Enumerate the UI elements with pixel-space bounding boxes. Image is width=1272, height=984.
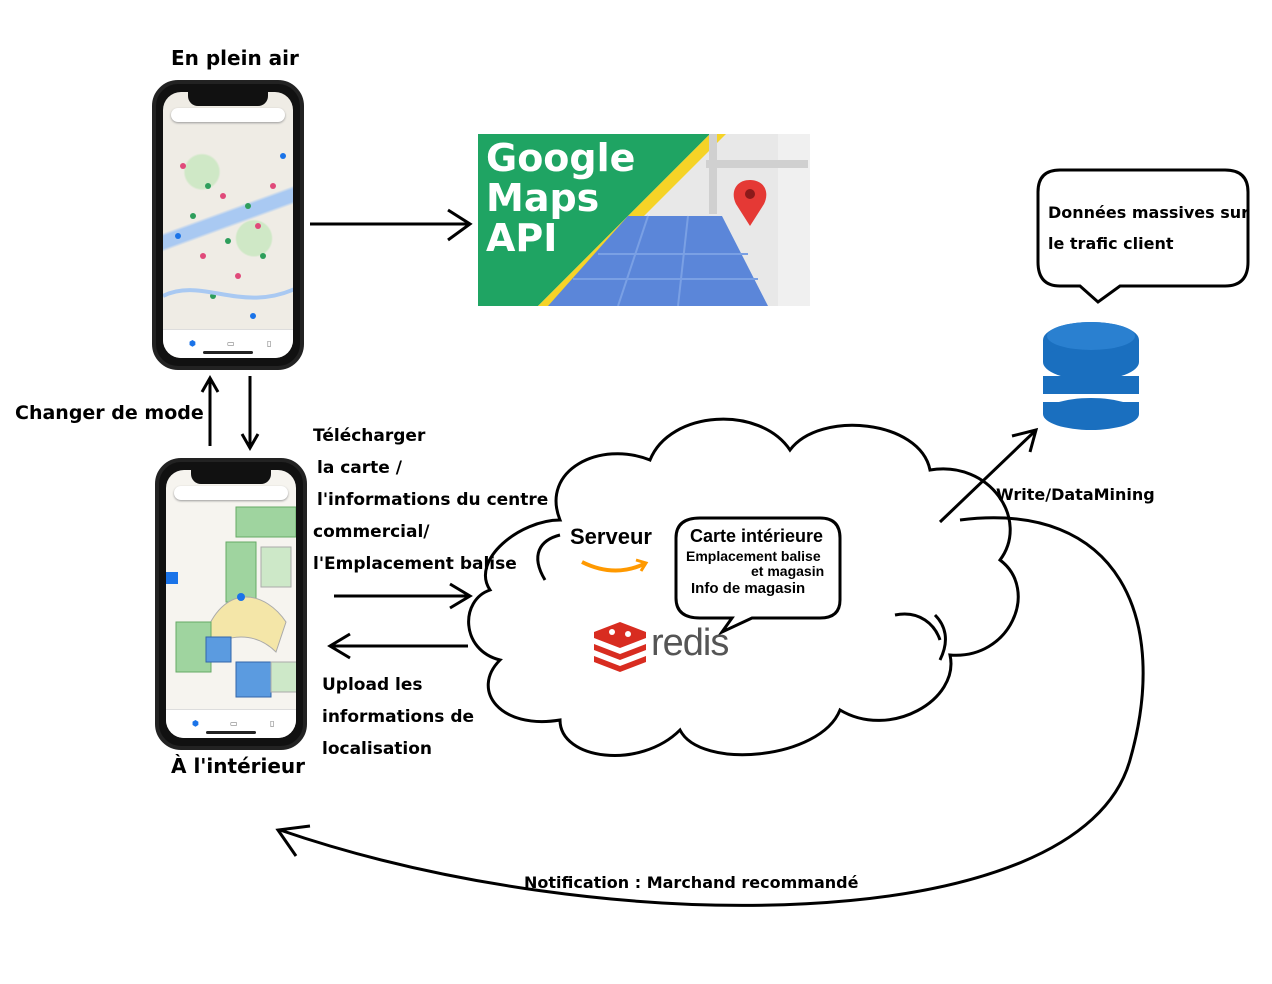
cloud-inner-bump-2 [933,613,947,661]
google-maps-line2: Maps [486,176,600,220]
commute-icon[interactable]: ▭ [230,719,238,728]
database-bubble-line2: le trafic client [1048,234,1174,253]
arrow-write-datamining [938,427,1039,524]
server-bubble-line2: Emplacement balise [686,548,821,564]
indoor-floor-plan [166,506,296,698]
phone-notch [188,92,268,106]
upload-line2: informations de [322,707,475,727]
map-search-bar[interactable] [174,486,288,500]
arrow-mode-down [240,376,260,452]
download-line2: la carte / [317,458,402,478]
phone-notch [191,470,271,484]
redis-wordmark: redis [651,622,729,664]
arrow-mode-up [200,374,220,446]
google-maps-line3: API [486,216,558,260]
indoor-phone: ⬢ ▭ ▯ [155,458,307,750]
download-line3: l'informations du centre [317,490,549,510]
download-label: Télécharger la carte / l'informations du… [313,420,548,580]
map-search-bar[interactable] [171,108,285,122]
server-bubble-line3: et magasin [751,563,825,579]
write-datamining-label: Write/DataMining [996,485,1155,504]
map-pin-icon [733,180,767,226]
mode-switch-label: Changer de mode [15,402,204,424]
arrow-to-google-maps [310,208,473,242]
home-indicator [203,351,253,354]
home-indicator [206,731,256,734]
download-line4: commercial/ [313,522,430,542]
redis-logo-icon [594,622,646,672]
arrow-notification [275,516,1145,907]
arrow-download [334,582,473,610]
upload-line3: localisation [322,739,433,759]
server-bubble-line4: Info de magasin [691,580,806,597]
server-info-bubble [674,516,842,636]
google-maps-line1: Google [486,136,636,180]
upload-line1: Upload les [322,675,423,695]
google-maps-title: Google Maps API [486,138,635,258]
explore-icon[interactable]: ⬢ [192,719,199,728]
saved-icon[interactable]: ▯ [267,339,272,348]
commute-icon[interactable]: ▭ [227,339,235,348]
upload-label: Upload les informations de localisation [322,669,474,765]
arrow-upload [327,632,468,660]
database-info-bubble [1036,168,1250,304]
amazon-smile-icon [581,558,649,573]
notification-label: Notification : Marchand recommandé [524,873,859,892]
outdoor-phone-caption: En plein air [171,46,299,70]
explore-icon[interactable]: ⬢ [189,339,196,348]
download-line1: Télécharger [313,426,426,446]
google-maps-api-logo: Google Maps API [478,134,810,306]
bottom-nav-bar: ⬢ ▭ ▯ [166,709,296,738]
outdoor-map-screen: ⬢ ▭ ▯ [163,92,293,358]
database-icon [1042,322,1140,430]
download-line5: l'Emplacement balise [313,554,517,574]
cloud-inner-bump-1 [536,533,561,581]
indoor-map-screen: ⬢ ▭ ▯ [166,470,296,738]
bottom-nav-bar: ⬢ ▭ ▯ [163,329,293,358]
saved-icon[interactable]: ▯ [270,719,275,728]
outdoor-phone: ⬢ ▭ ▯ [152,80,304,370]
server-title: Serveur [570,524,652,549]
map-poi-markers [163,153,293,319]
cloud-inner-bump-3 [894,612,942,641]
server-bubble-line1: Carte intérieure [690,526,824,546]
database-bubble-line1: Données massives sur [1048,203,1250,222]
indoor-phone-caption: À l'intérieur [171,754,306,778]
